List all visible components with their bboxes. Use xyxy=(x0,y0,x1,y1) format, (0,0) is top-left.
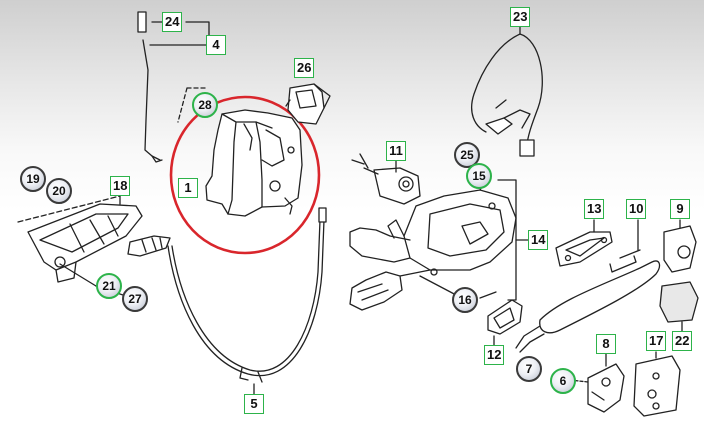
part-5-cable xyxy=(167,207,327,383)
callout-15: 15 xyxy=(466,163,492,189)
callout-5: 5 xyxy=(244,394,264,414)
part-26-connector xyxy=(285,83,331,125)
highlight-ring xyxy=(169,95,321,255)
part-13-gasket xyxy=(555,231,613,267)
part-18-handle-carrier xyxy=(27,203,171,283)
callout-8: 8 xyxy=(596,334,616,354)
callout-17: 17 xyxy=(646,331,667,351)
callout-10: 10 xyxy=(626,199,647,219)
callout-11: 11 xyxy=(386,141,406,161)
callout-24: 24 xyxy=(162,12,183,32)
callout-19: 19 xyxy=(20,166,46,192)
part-9-cap xyxy=(663,225,697,273)
callout-14: 14 xyxy=(528,230,549,250)
callout-18: 18 xyxy=(110,176,131,196)
callout-13: 13 xyxy=(584,199,605,219)
callout-27: 27 xyxy=(122,286,148,312)
callout-26: 26 xyxy=(294,58,315,78)
part-12-bezel xyxy=(487,299,523,335)
callout-16: 16 xyxy=(452,287,478,313)
callout-12: 12 xyxy=(484,345,505,365)
leader-lines-24-4 xyxy=(149,21,210,46)
part-17-plate xyxy=(633,355,681,417)
part-22-cover xyxy=(659,281,699,323)
part-24-cap xyxy=(137,11,147,33)
callout-21: 21 xyxy=(96,273,122,299)
part-14-handle-mount xyxy=(349,177,517,311)
part-23-bowden-cable xyxy=(471,33,543,157)
part-1-lock xyxy=(205,109,303,217)
callout-9: 9 xyxy=(670,199,690,219)
callout-28: 28 xyxy=(192,92,218,118)
callout-7: 7 xyxy=(516,356,542,382)
callout-1: 1 xyxy=(178,178,198,198)
part-10-outer-handle xyxy=(539,249,661,334)
callout-4: 4 xyxy=(206,35,226,55)
callout-23: 23 xyxy=(510,7,531,27)
callout-22: 22 xyxy=(672,331,693,351)
callout-6: 6 xyxy=(550,368,576,394)
part-8-catch xyxy=(587,363,625,413)
callout-20: 20 xyxy=(46,178,72,204)
part-11-lock-cylinder xyxy=(351,153,421,205)
part-4-rod xyxy=(142,39,161,161)
